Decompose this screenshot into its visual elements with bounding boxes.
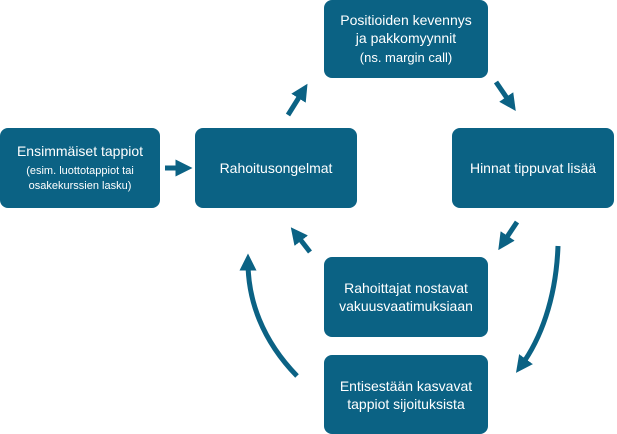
deleveraging-line2: ja pakkomyynnit xyxy=(355,30,457,46)
funding-problems-title: Rahoitusongelmat xyxy=(219,160,333,176)
box-lenders-raise-collateral: Rahoittajat nostavat vakuusvaatimuksiaan xyxy=(324,257,488,337)
arrow-prices-to-losses xyxy=(515,245,561,373)
initial-losses-subtitle-line1: (esim. luottotappiot tai xyxy=(26,165,134,177)
increasing-losses-line2: tappiot sijoituksista xyxy=(347,395,465,412)
box-initial-losses: Ensimmäiset tappiot (esim. luottotappiot… xyxy=(0,128,160,208)
box-funding-problems: Rahoitusongelmat xyxy=(195,128,357,208)
lenders-line2: vakuusvaatimuksiaan xyxy=(339,298,473,314)
lenders-line1: Rahoittajat nostavat xyxy=(344,280,468,296)
increasing-losses-line1: Entisestään kasvavat xyxy=(339,377,473,394)
arrow-deleveraging-to-prices xyxy=(493,80,516,112)
initial-losses-title: Ensimmäiset tappiot xyxy=(16,143,144,159)
arrow-losses-to-funding xyxy=(239,253,299,378)
arrow-funding-to-deleveraging xyxy=(285,83,308,117)
arrow-lenders-to-funding xyxy=(290,227,312,254)
deleveraging-line1: Positioiden kevennys xyxy=(340,12,472,28)
box-prices-fall: Hinnat tippuvat lisää xyxy=(452,128,614,208)
box-increasing-losses: Entisestään kasvavat tappiot sijoituksis… xyxy=(324,355,488,434)
box-deleveraging: Positioiden kevennys ja pakkomyynnit (ns… xyxy=(324,0,488,78)
initial-losses-subtitle-line2: osakekurssien lasku) xyxy=(28,180,132,192)
deleveraging-line3: (ns. margin call) xyxy=(359,50,453,65)
arrow-prices-to-lenders xyxy=(498,220,520,251)
prices-fall-title: Hinnat tippuvat lisää xyxy=(469,160,597,176)
